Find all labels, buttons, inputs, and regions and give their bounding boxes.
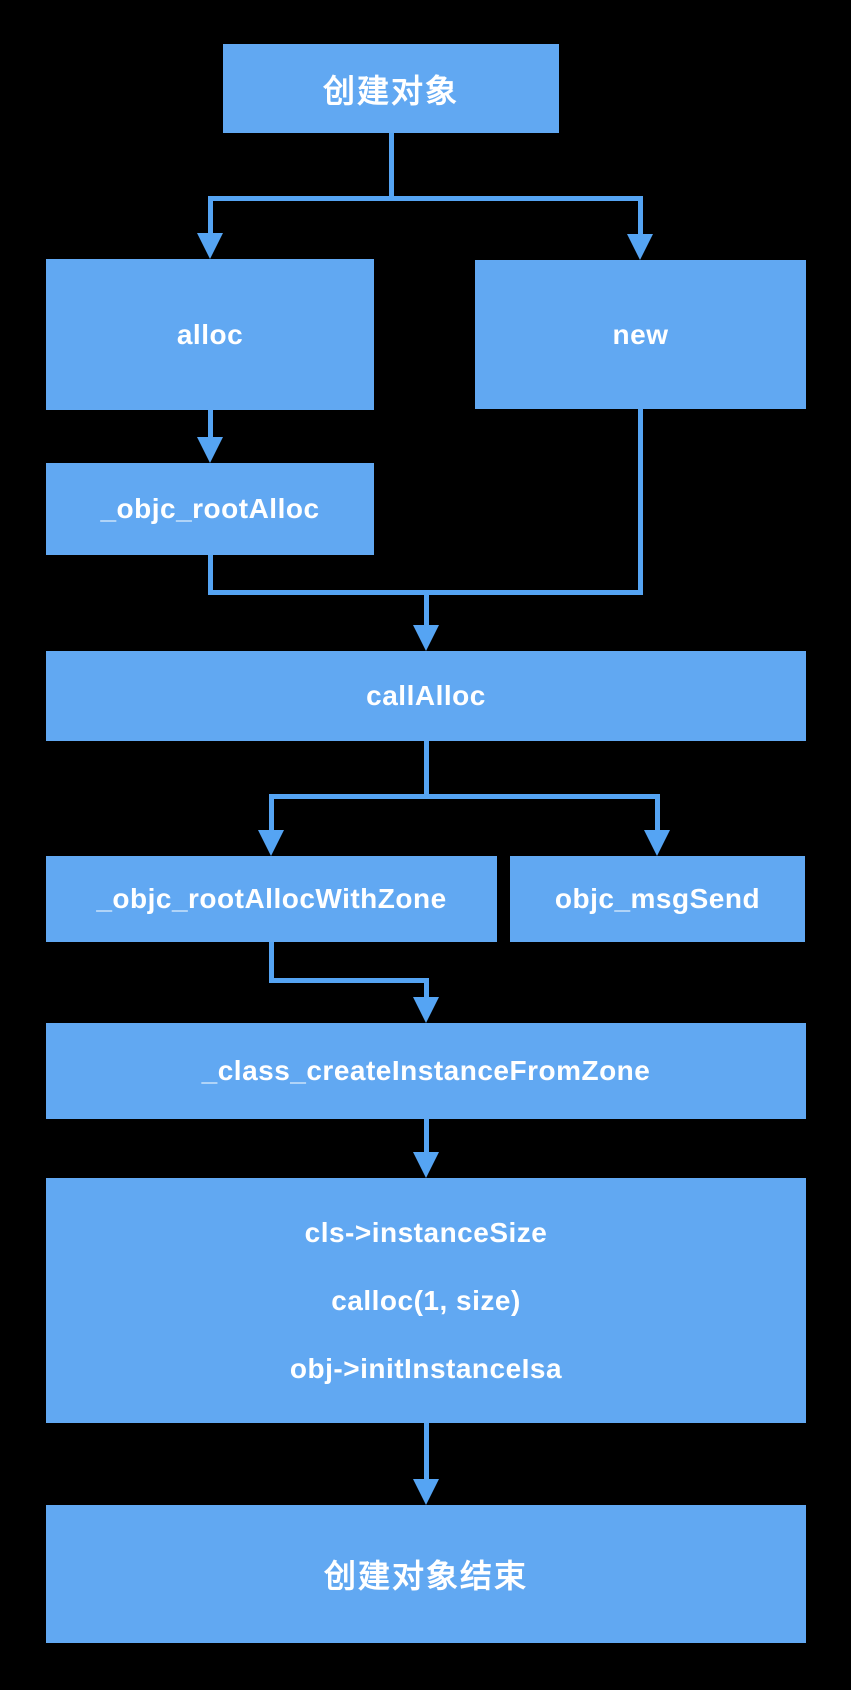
edge-create-object-down [389,133,394,201]
edge-call-alloc-down [424,741,429,799]
edge-merge-to-call-alloc [424,590,429,627]
edge-split-to-with-zone [269,794,274,832]
arrowhead-into-msg-send [644,830,670,856]
arrowhead-into-alloc [197,233,223,259]
node-instance-steps: cls->instanceSize calloc(1, size) obj->i… [46,1178,806,1423]
arrowhead-into-end [413,1479,439,1505]
arrowhead-into-call-alloc [413,625,439,651]
node-objc-root-alloc: _objc_rootAlloc [46,463,374,555]
node-objc-root-alloc-with-zone: _objc_rootAllocWithZone [46,856,497,942]
edge-steps-to-end [424,1423,429,1482]
edge-with-zone-down [269,942,274,983]
arrowhead-into-create-instance [413,997,439,1023]
arrowhead-into-root-alloc [197,437,223,463]
edge-alloc-to-root-alloc [208,410,213,439]
edge-bottom-split-horizontal [269,794,660,799]
instance-steps-line-3: obj->initInstanceIsa [289,1352,563,1384]
edge-split-to-alloc [208,196,213,235]
edge-split-to-msg-send [655,794,660,832]
edge-split-to-new [638,196,643,236]
edge-with-zone-elbow-horizontal [269,978,429,983]
edge-top-split-horizontal [208,196,643,201]
arrowhead-into-steps [413,1152,439,1178]
edge-root-alloc-down [208,555,213,595]
edge-elbow-to-create-instance [424,978,429,1000]
arrowhead-into-with-zone [258,830,284,856]
node-class-create-instance-from-zone: _class_createInstanceFromZone [46,1023,806,1119]
instance-steps-line-2: calloc(1, size) [331,1284,521,1316]
node-new: new [475,260,806,409]
arrowhead-into-new [627,234,653,260]
edge-new-down [638,409,643,595]
node-create-object: 创建对象 [223,44,559,133]
node-create-object-end: 创建对象结束 [46,1505,806,1643]
node-alloc: alloc [46,259,374,410]
node-call-alloc: callAlloc [46,651,806,741]
instance-steps-line-1: cls->instanceSize [304,1216,548,1248]
node-objc-msg-send: objc_msgSend [510,856,805,942]
edge-create-instance-to-steps [424,1119,429,1155]
